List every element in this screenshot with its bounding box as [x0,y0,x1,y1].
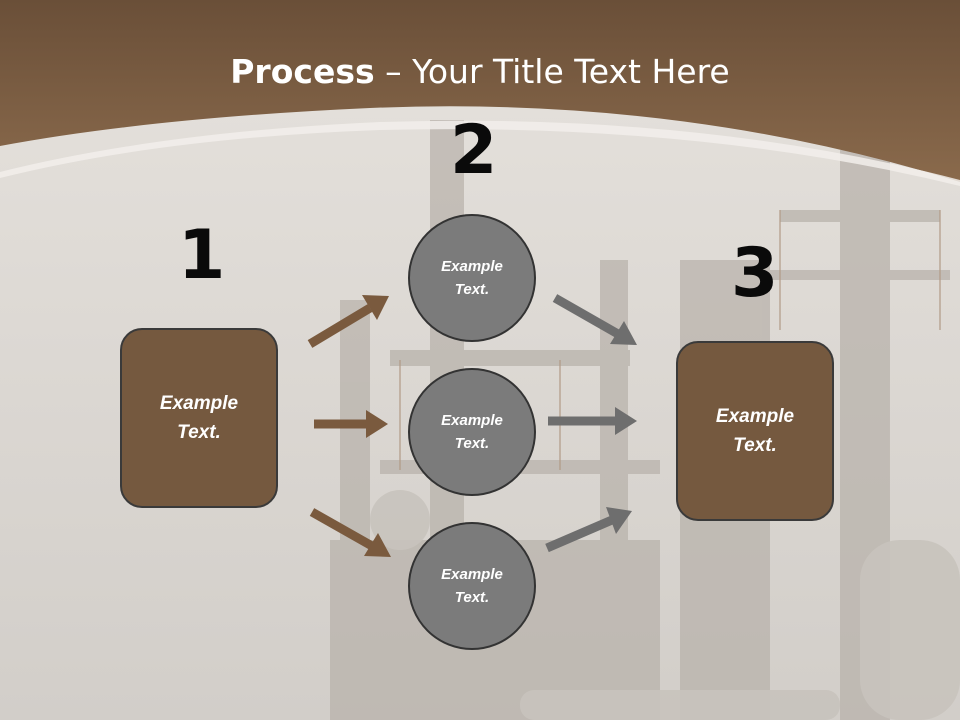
step-2-circle-middle: Example Text. [408,368,536,496]
step-2-circle-top: Example Text. [408,214,536,342]
step-number-3: 3 [731,234,779,313]
step-1-label: Example Text. [159,393,239,443]
step-1-box: Example Text. [120,328,278,508]
step-number-2: 2 [450,111,498,190]
step-number-1: 1 [178,216,226,295]
title-rest: – Your Title Text Here [374,52,730,91]
title-bold: Process [230,52,375,91]
slide-title: Process – Your Title Text Here [0,52,960,91]
step-2-circle-bottom: Example Text. [408,522,536,650]
step-2-circle-bottom-label: Example Text. [441,566,503,606]
step-3-box: Example Text. [676,341,834,521]
step-3-label: Example Text. [715,406,795,456]
step-2-circle-middle-label: Example Text. [441,412,503,452]
step-2-circle-top-label: Example Text. [441,258,503,298]
